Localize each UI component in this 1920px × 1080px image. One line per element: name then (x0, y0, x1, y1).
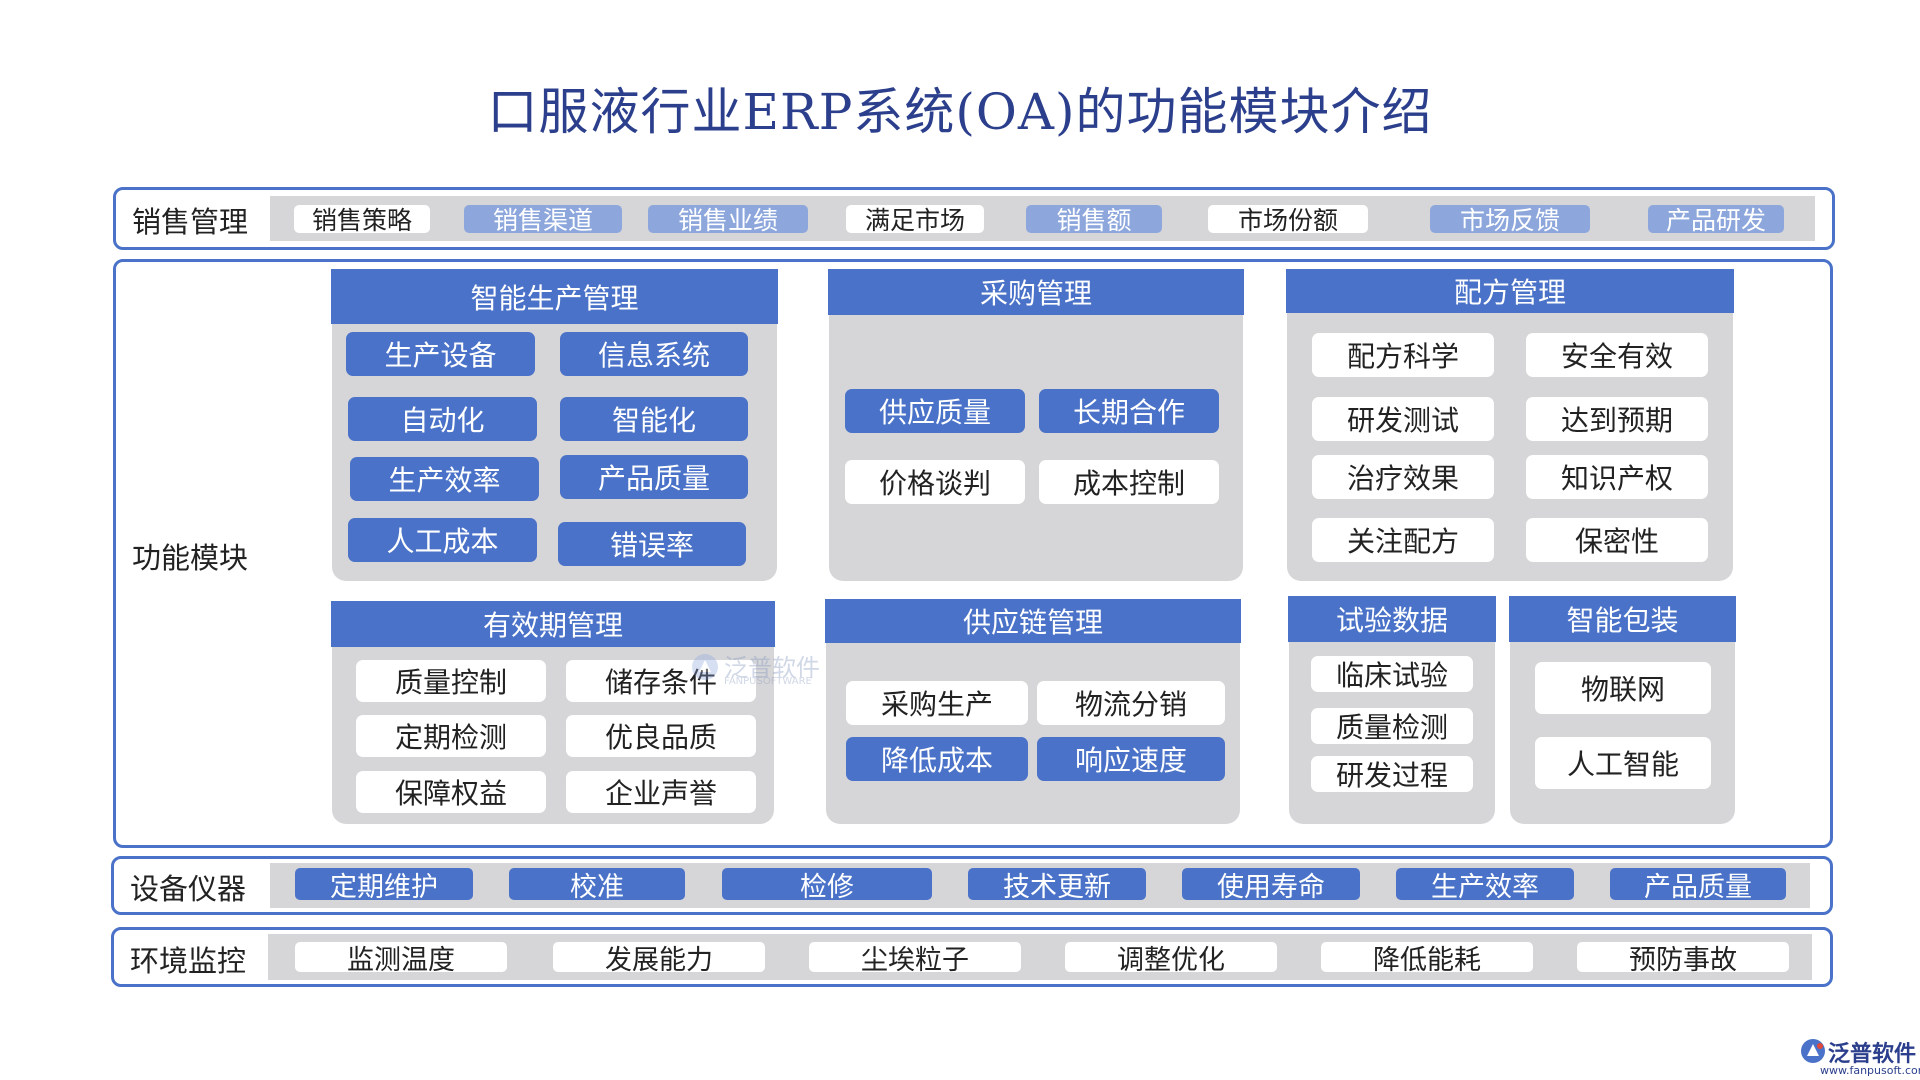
procurement-header: 采购管理 (828, 269, 1244, 315)
formula-item: 关注配方 (1312, 518, 1494, 562)
environment-row-label: 环境监控 (130, 944, 247, 978)
environment-item: 监测温度 (295, 942, 507, 976)
watermark: 泛普软件 FANPUSOFTWARE (690, 648, 850, 692)
trial-data-item: 质量检测 (1311, 708, 1473, 744)
smart-production-item: 生产效率 (350, 457, 539, 501)
sales-item: 销售业绩 (648, 205, 808, 235)
environment-item: 降低能耗 (1321, 942, 1533, 976)
shelf-life-item: 企业声誉 (566, 771, 756, 813)
equipment-item: 校准 (509, 868, 685, 903)
shelf-life-item: 质量控制 (356, 660, 546, 702)
smart-production-item: 人工成本 (348, 518, 537, 562)
equipment-item: 产品质量 (1610, 868, 1786, 903)
smart-packaging-header: 智能包装 (1509, 596, 1736, 642)
trial-data-item: 临床试验 (1311, 656, 1473, 692)
smart-production-item: 信息系统 (560, 332, 748, 376)
brand-logo-name: 泛普软件 (1828, 1042, 1917, 1067)
smart-packaging-item: 人工智能 (1535, 737, 1711, 789)
formula-item: 知识产权 (1526, 455, 1708, 499)
shelf-life-header: 有效期管理 (331, 601, 775, 647)
sales-item: 销售渠道 (464, 205, 622, 235)
supply-chain-item: 采购生产 (846, 681, 1028, 725)
smart-packaging-item: 物联网 (1535, 662, 1711, 714)
formula-item: 达到预期 (1526, 397, 1708, 441)
smart-production-item: 智能化 (560, 397, 748, 441)
environment-item: 调整优化 (1065, 942, 1277, 976)
procurement-item: 成本控制 (1039, 460, 1219, 504)
page-title: 口服液行业ERP系统(OA)的功能模块介绍 (487, 83, 1433, 141)
brand-logo: 泛普软件 www.fanpusoft.com (1800, 1036, 1920, 1078)
trial-data-item: 研发过程 (1311, 756, 1473, 792)
environment-item: 预防事故 (1577, 942, 1789, 976)
formula-item: 配方科学 (1312, 333, 1494, 377)
watermark-logo-icon (692, 654, 718, 680)
trial-data-header: 试验数据 (1288, 596, 1496, 642)
sales-item: 产品研发 (1648, 205, 1784, 235)
procurement-item: 长期合作 (1039, 389, 1219, 433)
modules-label: 功能模块 (132, 541, 249, 575)
formula-item: 研发测试 (1312, 397, 1494, 441)
smart-production-item: 产品质量 (560, 455, 748, 499)
environment-item: 尘埃粒子 (809, 942, 1021, 976)
shelf-life-item: 优良品质 (566, 715, 756, 757)
shelf-life-item: 储存条件 (566, 660, 756, 702)
brand-logo-url: www.fanpusoft.com (1820, 1064, 1920, 1077)
watermark-brand: 泛普软件 (724, 654, 820, 682)
sales-row-label: 销售管理 (132, 205, 249, 239)
sales-item: 销售策略 (294, 205, 430, 235)
equipment-row-label: 设备仪器 (130, 872, 247, 906)
procurement-item: 价格谈判 (845, 460, 1025, 504)
watermark-sub: FANPUSOFTWARE (724, 676, 812, 687)
equipment-item: 生产效率 (1396, 868, 1574, 903)
smart-production-item: 自动化 (348, 397, 537, 441)
environment-strip (268, 934, 1812, 980)
smart-production-item: 错误率 (558, 522, 746, 566)
sales-item: 市场反馈 (1430, 205, 1590, 235)
sales-item: 销售额 (1026, 205, 1162, 235)
shelf-life-item: 定期检测 (356, 715, 546, 757)
sales-item: 满足市场 (846, 205, 984, 235)
smart-production-header: 智能生产管理 (331, 269, 778, 324)
equipment-item: 定期维护 (295, 868, 473, 903)
procurement-item: 供应质量 (845, 389, 1025, 433)
environment-item: 发展能力 (553, 942, 765, 976)
smart-production-item: 生产设备 (346, 332, 535, 376)
equipment-item: 使用寿命 (1182, 868, 1360, 903)
supply-chain-item: 降低成本 (846, 737, 1028, 781)
equipment-item: 技术更新 (968, 868, 1146, 903)
formula-item: 保密性 (1526, 518, 1708, 562)
equipment-item: 检修 (722, 868, 932, 903)
shelf-life-item: 保障权益 (356, 771, 546, 813)
formula-header: 配方管理 (1286, 269, 1734, 313)
supply-chain-item: 物流分销 (1037, 681, 1225, 725)
formula-item: 治疗效果 (1312, 455, 1494, 499)
supply-chain-item: 响应速度 (1037, 737, 1225, 781)
brand-logo-icon (1801, 1039, 1825, 1063)
formula-item: 安全有效 (1526, 333, 1708, 377)
supply-chain-header: 供应链管理 (825, 599, 1241, 643)
sales-item: 市场份额 (1208, 205, 1368, 235)
